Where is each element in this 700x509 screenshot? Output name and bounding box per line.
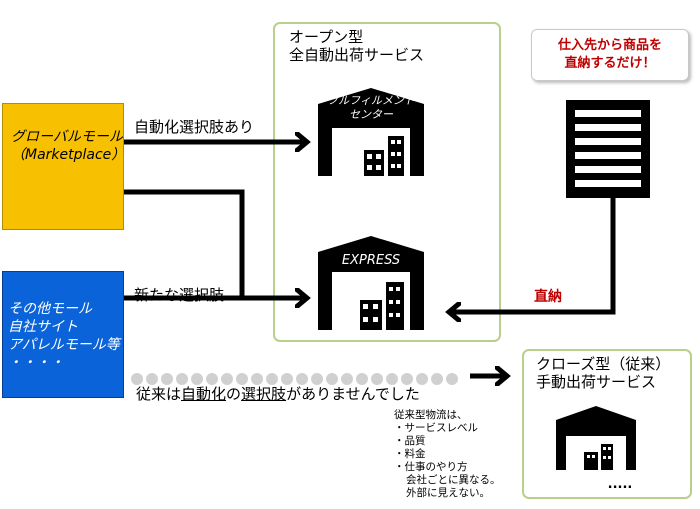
closed-service-title: クローズ型（従来）	[536, 355, 671, 373]
notes-item: ・料金	[394, 448, 426, 460]
previously-none-prefix: 従来は	[136, 385, 182, 403]
global-mall-label: グローバルモール	[11, 129, 123, 145]
global-mall-sublabel: （Marketplace）	[11, 147, 126, 163]
new-option-label: 新たな選択肢	[134, 286, 225, 304]
traditional-notes: 従来型物流は、 ・サービスレベル ・品質 ・料金 ・仕事のやり方 会社ごとに異な…	[394, 409, 501, 500]
other-malls-label: その他モール	[8, 301, 92, 317]
previously-none-option: 選択肢	[241, 385, 287, 403]
express-label: EXPRESS	[342, 253, 400, 268]
open-service-subtitle: 全自動出荷サービス	[289, 46, 425, 64]
express-warehouse-icon	[318, 236, 424, 330]
global-to-express-line	[124, 189, 245, 298]
traditional-dotted-line	[131, 370, 461, 389]
previously-none-mid: の	[226, 385, 242, 403]
closed-service-panel: クローズ型（従来） 手動出荷サービス	[522, 349, 692, 499]
own-site-label: 自社サイト	[8, 319, 78, 335]
closed-warehouse-icon	[556, 406, 636, 470]
previously-none-label: 従来は自動化の選択肢がありませんでした	[136, 385, 420, 403]
notes-heading: 従来型物流は、	[394, 409, 468, 421]
closed-service-subtitle: 手動出荷サービス	[536, 373, 657, 391]
notes-item: ・品質	[394, 435, 426, 447]
direct-delivery-arrow	[450, 198, 616, 312]
callout-line1: 仕入先から商品を	[557, 38, 662, 53]
notes-item: ・サービスレベル	[394, 422, 478, 434]
direct-delivery-label: 直納	[534, 289, 562, 305]
global-mall-box: グローバルモール （Marketplace）	[2, 103, 126, 230]
previously-none-automation: 自動化	[181, 385, 227, 403]
open-service-title: オープン型	[289, 28, 364, 46]
open-service-panel: オープン型 全自動出荷サービス	[273, 22, 501, 342]
fulfillment-center-label: フルフィルメント	[327, 94, 415, 107]
previously-none-suffix: がありませんでした	[286, 385, 420, 403]
notes-item: ・仕事のやり方	[394, 461, 468, 473]
etc-label: ・・・・	[8, 355, 64, 371]
automation-option-label: 自動化選択肢あり	[134, 118, 255, 136]
notes-conclusion-2: 外部に見えない。	[406, 487, 490, 499]
fulfillment-center-icon	[318, 88, 424, 176]
fulfillment-center-label2: センター	[349, 108, 394, 121]
other-malls-box: その他モール 自社サイト アパレルモール等 ・・・・	[2, 271, 124, 398]
callout-line2: 直納するだけ！	[564, 56, 656, 71]
supplier-callout: 仕入先から商品を 直納するだけ！	[531, 29, 689, 81]
apparel-mall-label: アパレルモール等	[8, 337, 120, 353]
supplier-building-icon	[566, 100, 650, 198]
closed-building-dots: .....	[608, 477, 633, 492]
notes-conclusion-1: 会社ごとに異なる。	[406, 474, 501, 486]
